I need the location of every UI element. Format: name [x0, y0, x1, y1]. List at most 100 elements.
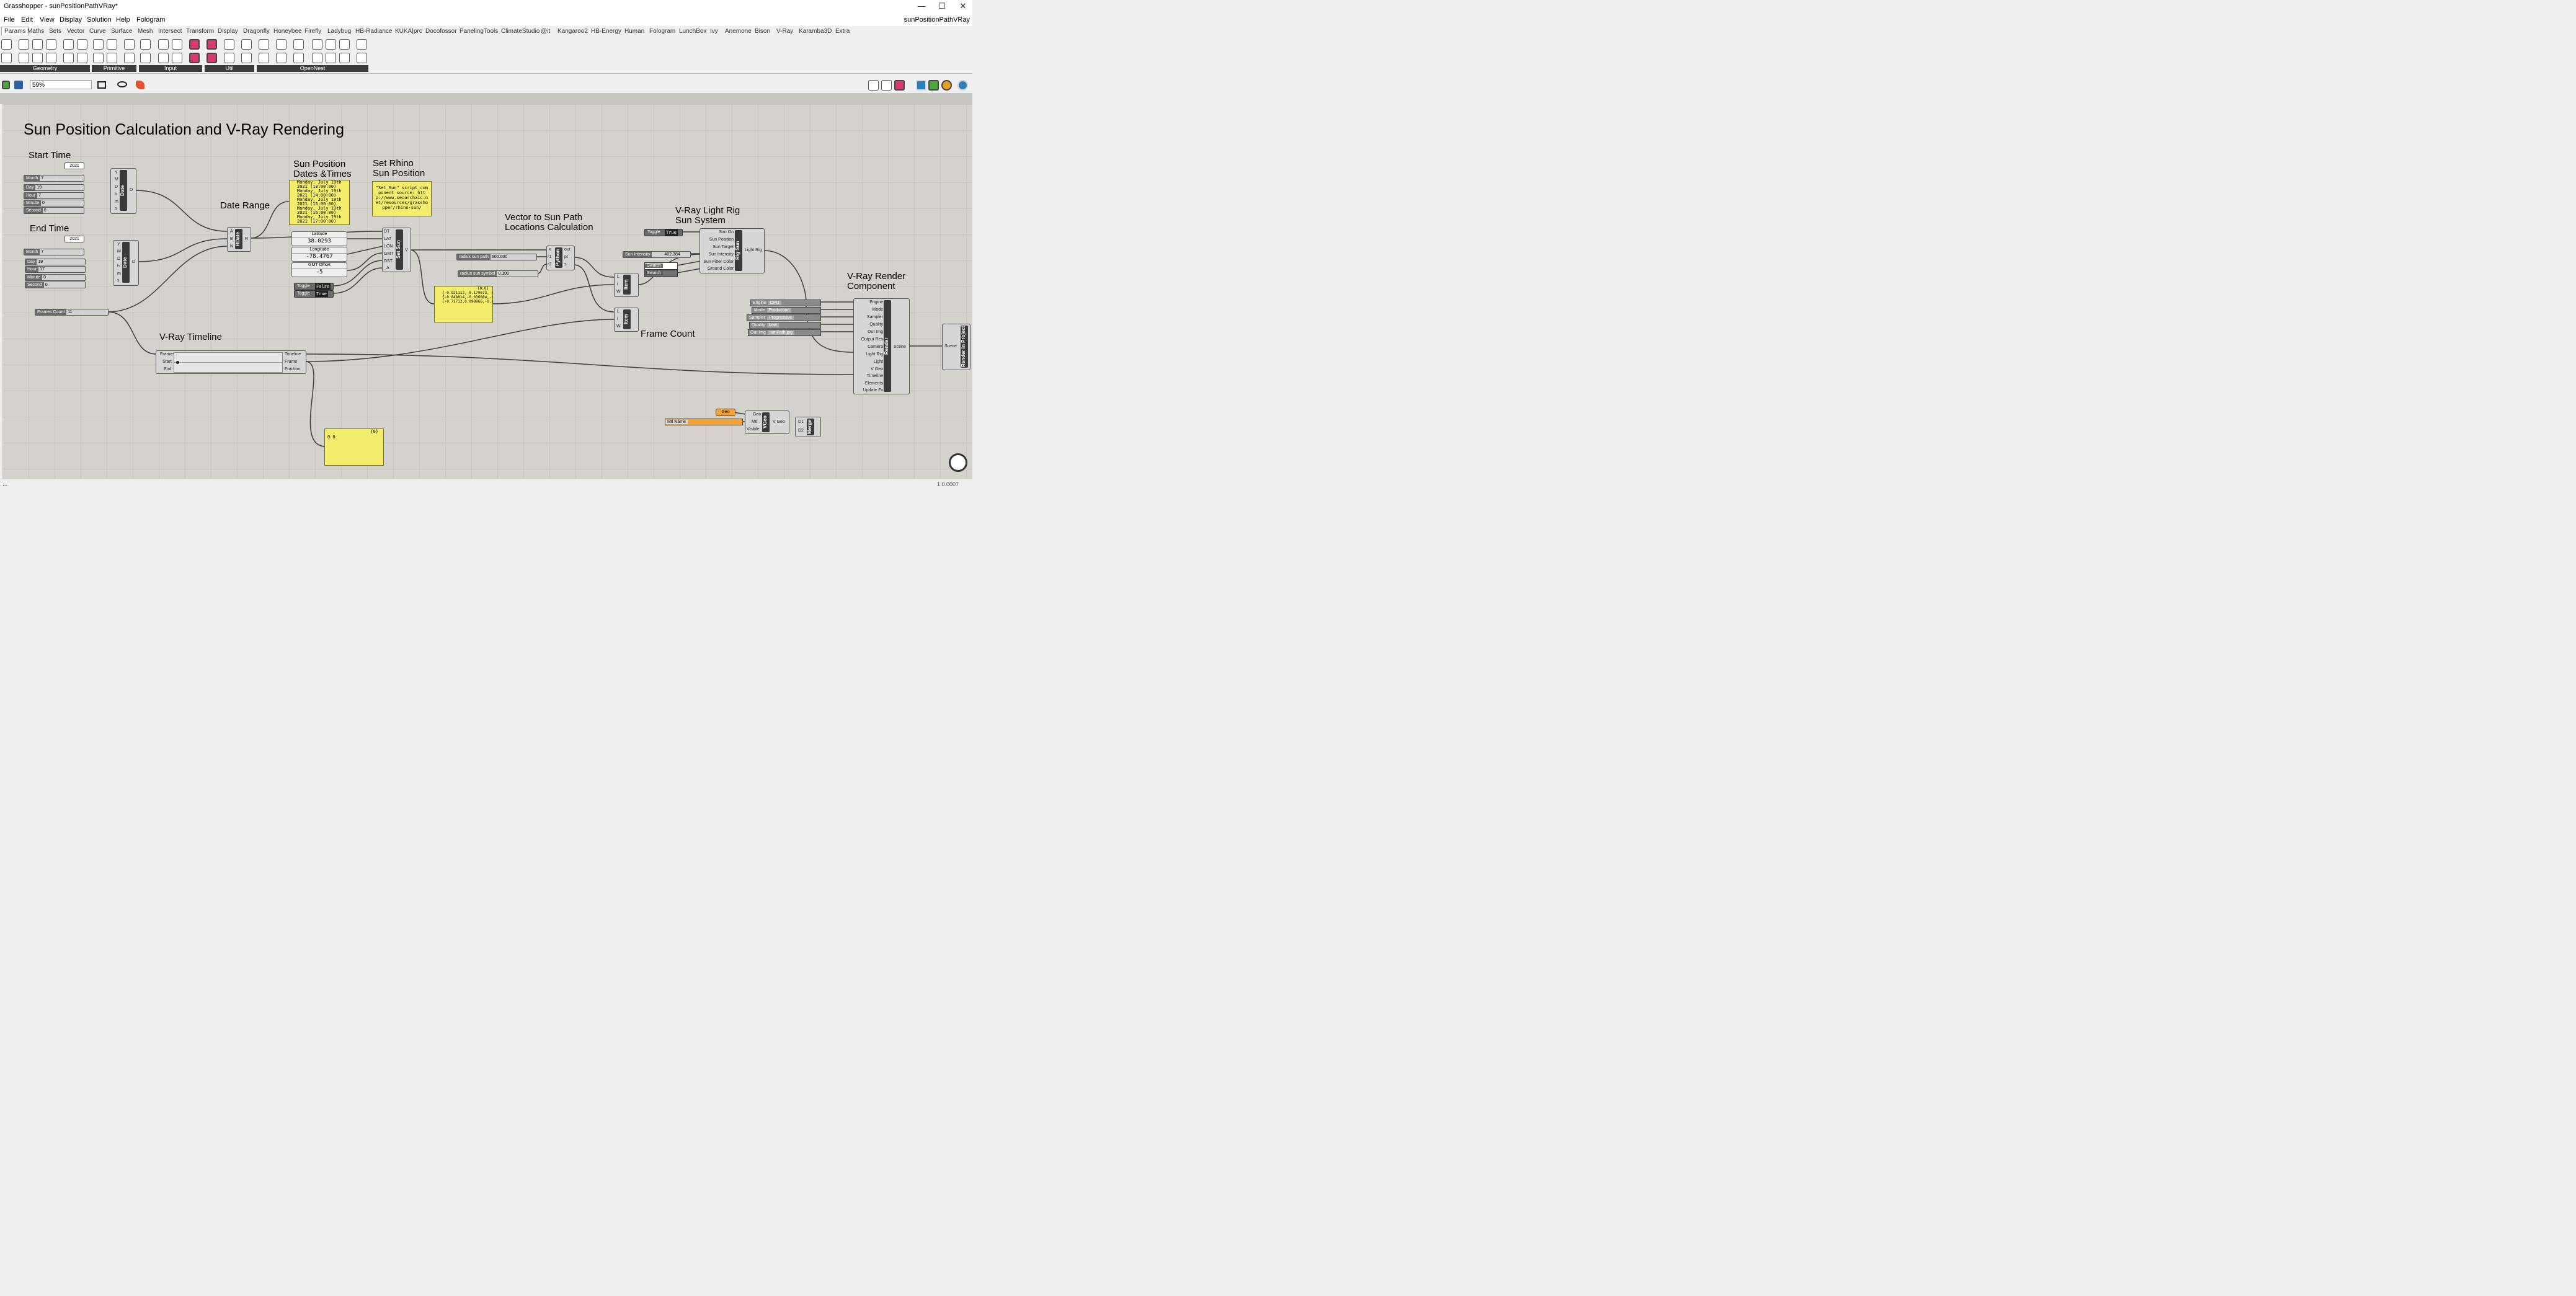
sketch-pen-icon[interactable] — [136, 81, 144, 89]
ribbon-tool-icon[interactable] — [241, 53, 252, 63]
ribbon-tool-icon[interactable] — [259, 39, 269, 50]
ribbon-tool-icon[interactable] — [339, 53, 350, 63]
tab-kuka-prc[interactable]: KUKA|prc — [395, 28, 422, 35]
ribbon-tool-icon[interactable] — [293, 53, 304, 63]
vgeo-component[interactable]: Geo Mtl Visible VGeo V Geo — [745, 411, 789, 434]
tab-extra[interactable]: Extra — [835, 28, 850, 35]
ribbon-tool-icon[interactable] — [172, 39, 182, 50]
tab-honeybee[interactable]: Honeybee — [273, 28, 302, 35]
frames-count-slider[interactable]: Frames Count 11 — [35, 309, 109, 316]
script-source-panel[interactable]: "Set Sun" script component source: http:… — [372, 181, 432, 216]
ribbon-tool-icon[interactable] — [19, 39, 29, 50]
preview-selected-icon[interactable] — [894, 80, 905, 91]
radius-sun-path-slider[interactable]: radius sun path 500.000 — [456, 254, 537, 260]
tab-fologram[interactable]: Fologram — [649, 28, 676, 35]
rdate-component[interactable]: RDate A B N R — [227, 227, 251, 252]
ribbon-tool-icon[interactable] — [189, 39, 200, 50]
group-input[interactable]: Input — [139, 65, 202, 72]
tab-curve[interactable]: Curve — [89, 28, 106, 35]
gmt-offset-panel[interactable]: GMT Offset -5 — [291, 262, 347, 277]
geo-param[interactable]: Geo — [716, 409, 735, 416]
sun-intensity-slider[interactable]: Sun Intensity 402.384 — [623, 251, 691, 258]
ribbon-tool-icon[interactable] — [1, 53, 12, 63]
end-minute-slider[interactable]: Minute 0 — [25, 274, 86, 281]
group-geometry[interactable]: Geometry — [0, 65, 90, 72]
ribbon-tool-icon[interactable] — [339, 39, 350, 50]
preview-eye-icon[interactable] — [117, 81, 127, 87]
start-date-component[interactable]: Date Y M D h m s D — [110, 168, 136, 214]
start-hour-slider[interactable]: Hour 7 — [24, 192, 84, 199]
ribbon-tool-icon[interactable] — [207, 39, 217, 50]
ribbon-tool-icon[interactable] — [107, 53, 117, 63]
tab-bison[interactable]: Bison — [755, 28, 771, 35]
tab-dragonfly[interactable]: Dragonfly — [243, 28, 270, 35]
preview-wire-icon[interactable] — [868, 80, 879, 91]
group-primitive[interactable]: Primitive — [92, 65, 136, 72]
end-year-panel[interactable]: 2021 — [64, 236, 84, 242]
menu-fologram[interactable]: Fologram — [136, 16, 166, 24]
start-year-panel[interactable]: 2021 — [64, 162, 84, 169]
vray-render-component[interactable]: Engine Mode Sampler Quality Out Img Outp… — [853, 298, 910, 394]
ribbon-tool-icon[interactable] — [32, 39, 43, 50]
tab-hb-energy[interactable]: HB-Energy — [591, 28, 621, 35]
zoom-select[interactable]: 59% — [30, 80, 92, 89]
ribbon-tool-icon[interactable] — [224, 39, 234, 50]
merge-component[interactable]: D1 D2 Merge — [795, 417, 821, 437]
menu-display[interactable]: Display — [60, 16, 82, 24]
end-hour-slider[interactable]: Hour 17 — [25, 266, 86, 273]
material-name-dropdown[interactable]: Mtl Name — [665, 419, 743, 425]
tab-climatestudio[interactable]: ClimateStudio — [501, 28, 540, 35]
end-second-slider[interactable]: Second 0 — [25, 282, 86, 288]
group-util[interactable]: Util — [205, 65, 254, 72]
ribbon-tool-icon[interactable] — [63, 39, 74, 50]
ribbon-tool-icon[interactable] — [77, 53, 87, 63]
vray-timeline-component[interactable]: Frames Start End Timeline Frame Fraction — [156, 350, 306, 374]
menu-solution[interactable]: Solution — [87, 16, 112, 24]
document-preview-icon[interactable] — [928, 80, 939, 91]
ribbon-tool-icon[interactable] — [241, 39, 252, 50]
list-item-component-2[interactable]: Item L i W — [614, 308, 639, 332]
ribbon-tool-icon[interactable] — [77, 39, 87, 50]
ribbon-tool-icon[interactable] — [312, 53, 322, 63]
group-opennest[interactable]: OpenNest — [257, 65, 368, 72]
ribbon-tool-icon[interactable] — [172, 53, 182, 63]
tab--it[interactable]: @it — [541, 28, 551, 35]
start-second-slider[interactable]: Second 0 — [24, 207, 84, 214]
tab-docofossor[interactable]: Docofossor — [425, 28, 457, 35]
ribbon-tool-icon[interactable] — [124, 53, 135, 63]
end-date-component[interactable]: Date Y M D h m s D — [113, 240, 139, 286]
zoom-extents-icon[interactable] — [97, 81, 106, 89]
tab-ladybug[interactable]: Ladybug — [327, 28, 352, 35]
sphere-preview-icon[interactable] — [941, 80, 952, 91]
ribbon-tool-icon[interactable] — [189, 53, 200, 63]
ribbon-tool-icon[interactable] — [357, 53, 367, 63]
longitude-panel[interactable]: Longitude -78.4767 — [291, 247, 347, 262]
tab-ivy[interactable]: Ivy — [710, 28, 718, 35]
tab-v-ray[interactable]: V-Ray — [776, 28, 794, 35]
ribbon-tool-icon[interactable] — [293, 39, 304, 50]
tab-transform[interactable]: Transform — [186, 28, 215, 35]
ribbon-tool-icon[interactable] — [207, 53, 217, 63]
latitude-panel[interactable]: Latitude 38.0293 — [291, 231, 347, 246]
tab-anemone[interactable]: Anemone — [725, 28, 752, 35]
ribbon-tool-icon[interactable] — [107, 39, 117, 50]
preview-shaded-icon[interactable] — [881, 80, 892, 91]
ribbon-tool-icon[interactable] — [93, 53, 104, 63]
save-icon[interactable] — [14, 81, 23, 89]
set-sun-component[interactable]: Set Sun DT LAT LON GMT DST A V — [382, 228, 411, 272]
grasshopper-canvas[interactable] — [2, 104, 972, 479]
canvas-navigation-icon[interactable] — [949, 453, 967, 472]
globe-icon[interactable] — [957, 80, 968, 91]
ribbon-tool-icon[interactable] — [124, 39, 135, 50]
ribbon-tool-icon[interactable] — [259, 53, 269, 63]
ribbon-tool-icon[interactable] — [140, 53, 151, 63]
tab-maths[interactable]: Maths — [27, 28, 45, 35]
ribbon-tool-icon[interactable] — [158, 53, 169, 63]
